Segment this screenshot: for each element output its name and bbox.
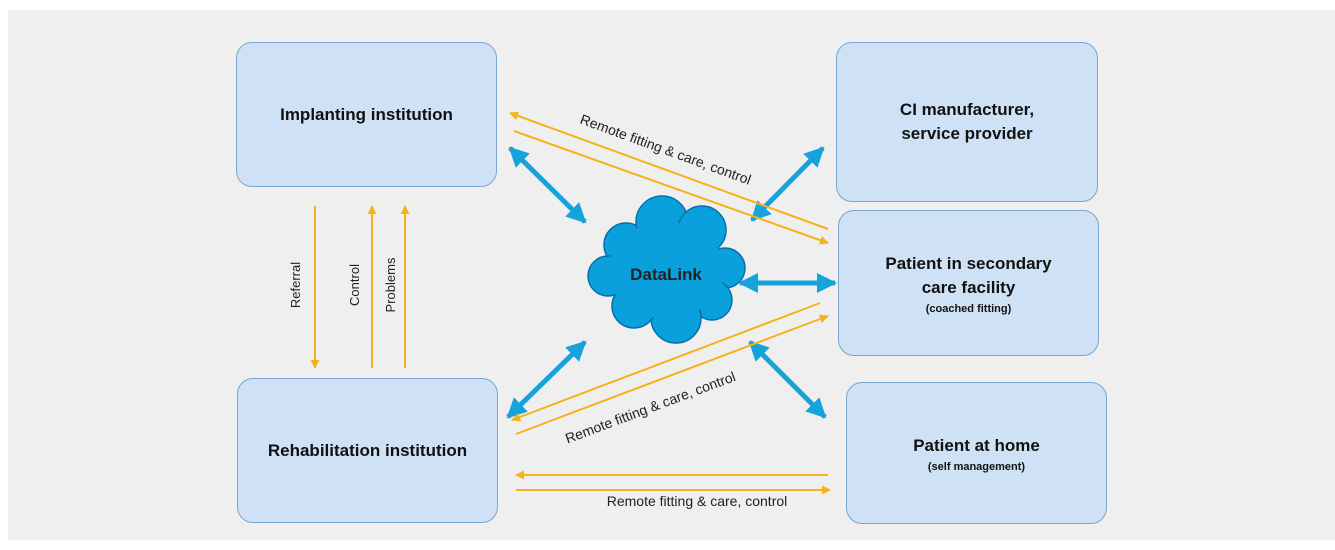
ci-manufacturer-label-line2: service provider xyxy=(901,124,1033,143)
patient-secondary-care-label-line2: care facility xyxy=(921,277,1016,297)
remote-middle-arrow-to-secondary xyxy=(515,314,829,435)
remote-middle-arrow-to-rehabilitation xyxy=(511,302,821,422)
remote-bottom-label: Remote fitting & care, control xyxy=(607,493,788,509)
ci-manufacturer-box: CI manufacturer, service provider xyxy=(836,42,1098,202)
problems-label: Problems xyxy=(383,257,398,312)
datalink-implanting-arrow xyxy=(508,146,587,224)
referral-label: Referral xyxy=(288,262,303,308)
datalink-home-arrow xyxy=(748,340,827,419)
patient-at-home-subtitle: (self management) xyxy=(927,460,1026,473)
patient-secondary-care-subtitle: (coached fitting) xyxy=(925,302,1012,315)
control-label: Control xyxy=(347,264,362,306)
datalink-label: DataLink xyxy=(630,265,702,284)
patient-secondary-care-box: Patient in secondary care facility (coac… xyxy=(838,210,1099,356)
datalink-rehabilitation-arrow xyxy=(506,340,587,419)
datalink-cloud xyxy=(587,195,746,344)
remote-upper-label: Remote fitting & care, control xyxy=(578,111,753,188)
implanting-institution-box: Implanting institution xyxy=(236,42,497,187)
remote-upper-arrow-to-implanting xyxy=(509,111,829,230)
rehabilitation-institution-box: Rehabilitation institution xyxy=(237,378,498,523)
patient-at-home-box: Patient at home (self management) xyxy=(846,382,1107,524)
remote-upper-arrow-to-secondary xyxy=(513,130,829,245)
implanting-institution-label: Implanting institution xyxy=(280,104,453,124)
ci-manufacturer-label-line1: CI manufacturer, xyxy=(899,100,1035,119)
patient-secondary-care-label-line1: Patient in secondary xyxy=(885,253,1052,273)
rehabilitation-institution-label: Rehabilitation institution xyxy=(267,440,468,460)
patient-at-home-label: Patient at home xyxy=(913,435,1040,455)
datalink-manufacturer-arrow xyxy=(750,146,825,222)
